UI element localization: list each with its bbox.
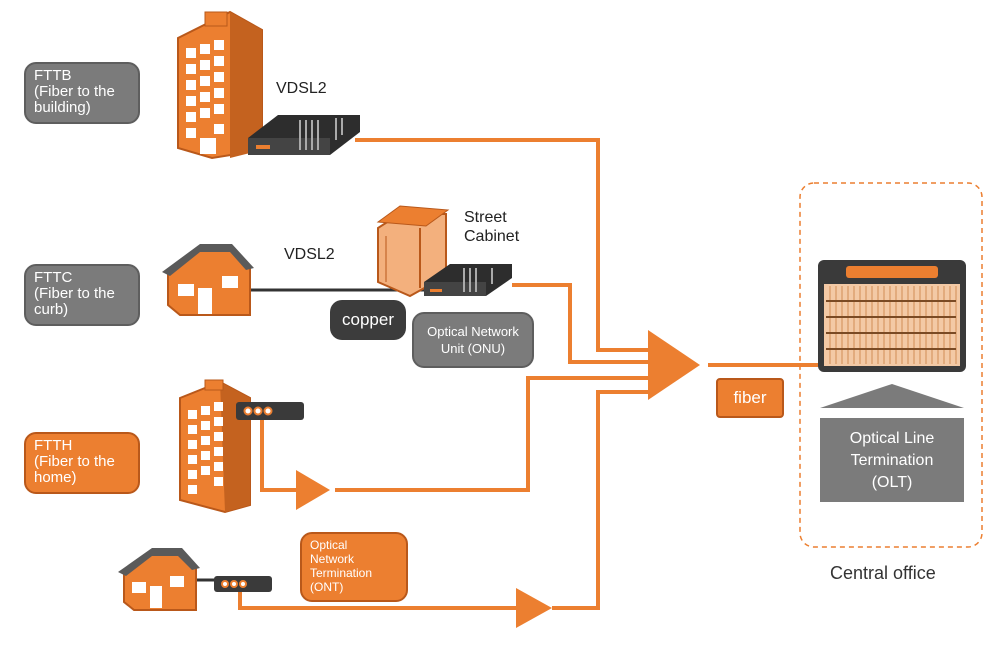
ftth-building-fiber-line-2: [335, 376, 648, 492]
street-cabinet-label: Street Cabinet: [464, 209, 520, 245]
main-aggregation-triangle: [648, 330, 700, 400]
ftth-building-icon: [179, 379, 251, 514]
olt-pointer-triangle: [820, 384, 964, 408]
copper-label: copper: [330, 300, 406, 340]
ftth-house-fiber-line: [238, 588, 518, 610]
vdsl2-label-fttc: VDSL2: [284, 246, 335, 263]
street-cabinet-icon: [376, 205, 450, 298]
ftth-building-arrow: [296, 470, 330, 510]
ftth-building-fiber-line: [260, 420, 300, 492]
central-office-label: Central office: [830, 563, 936, 583]
central-office-frame: [799, 182, 983, 548]
ftth-house-arrow: [516, 588, 552, 628]
fttc-house-icon: [162, 244, 254, 316]
fttb-category-box: FTTB (Fiber to the building): [24, 62, 140, 124]
onu-device-icon: [424, 264, 512, 296]
fttc-category-box: FTTC (Fiber to the curb): [24, 264, 140, 326]
fttb-fiber-line: [355, 138, 648, 352]
fttb-building-icon: [177, 10, 263, 160]
fttc-fiber-line: [512, 283, 648, 364]
ftth-category-box: FTTH (Fiber to the home): [24, 432, 140, 494]
onu-label: Optical Network Unit (ONU): [412, 312, 534, 368]
fttb-vdsl2-device-icon: [248, 115, 360, 155]
vdsl2-label-fttb: VDSL2: [276, 80, 327, 97]
ftth-house-icon: [118, 548, 200, 611]
olt-chassis-icon: [818, 260, 966, 372]
ftth-building-ont-icon: [236, 402, 304, 420]
ont-label: Optical Network Termination (ONT): [300, 532, 408, 602]
ftth-house-fiber-line-2: [552, 390, 648, 610]
fiber-label: fiber: [716, 378, 784, 418]
ftth-house-ont-icon: [214, 576, 272, 592]
fiber-lines: [238, 138, 818, 610]
olt-label: Optical Line Termination (OLT): [820, 418, 964, 502]
